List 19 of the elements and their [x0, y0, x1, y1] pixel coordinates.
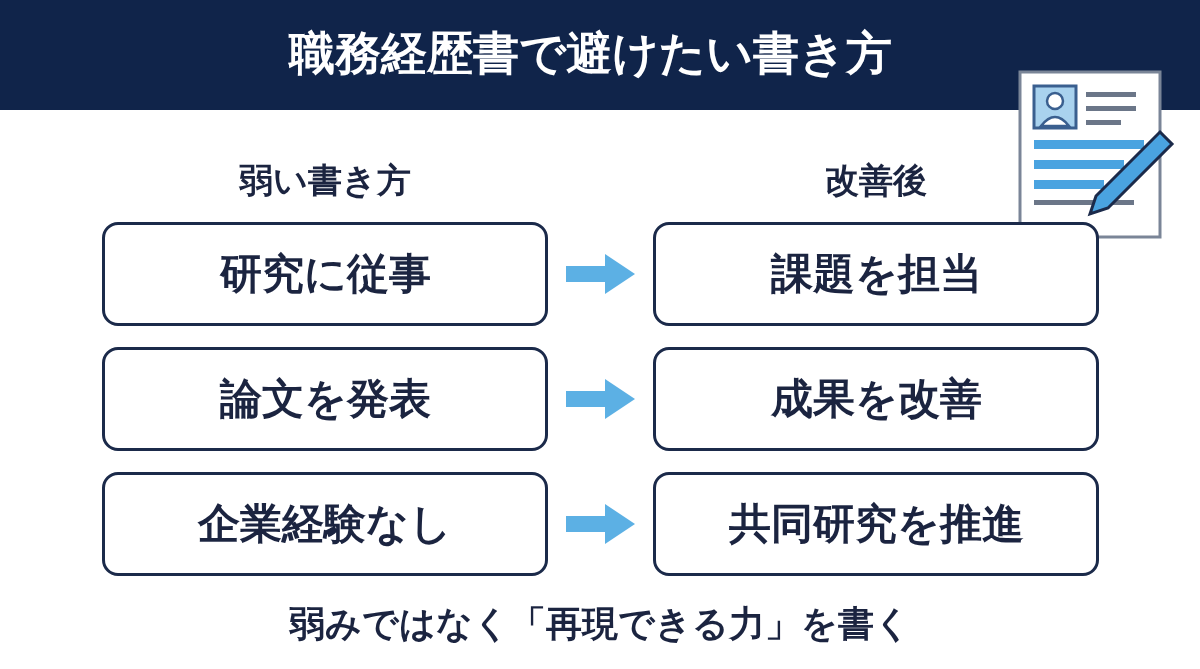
text-box — [102, 472, 548, 576]
text-box — [653, 222, 1099, 326]
arrow — [566, 504, 635, 544]
column-header: 弱い書き方 — [238, 159, 412, 202]
box-label: 企業経験なし — [198, 498, 452, 550]
text-box — [102, 222, 548, 326]
box-label: 論文を発表 — [219, 373, 431, 425]
box-label: 共同研究を推進 — [728, 498, 1024, 550]
box-label: 研究に従事 — [219, 248, 431, 300]
arrow — [566, 254, 635, 294]
box-label: 成果を改善 — [770, 373, 982, 425]
title: 職務経歴書で避けたい書き方 — [287, 25, 893, 82]
text-box — [102, 347, 548, 451]
arrow — [566, 379, 635, 419]
text-box — [653, 347, 1099, 451]
text-box — [653, 472, 1099, 576]
column-header: 改善後 — [824, 159, 928, 202]
box-label: 課題を担当 — [770, 248, 982, 300]
caption: 弱みではなく「再現できる力」を書く — [288, 602, 912, 646]
